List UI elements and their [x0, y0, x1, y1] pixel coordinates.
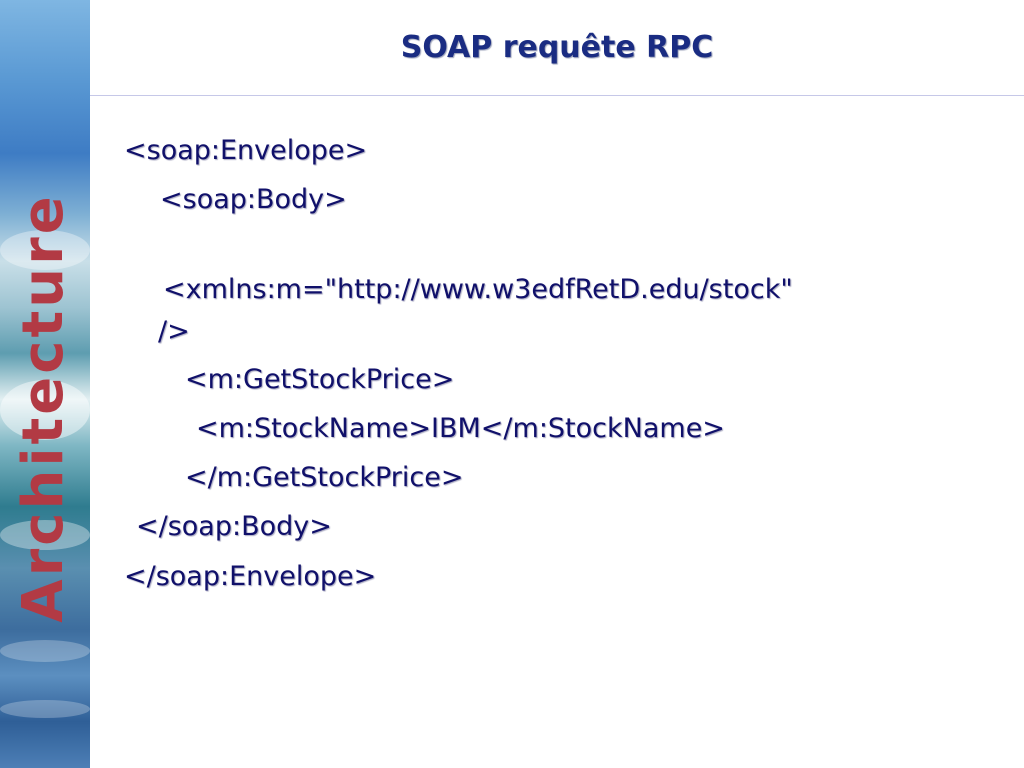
sidebar-label: Architecture: [11, 193, 76, 623]
code-line-stockname: <m:StockName>IBM</m:StockName>: [196, 413, 725, 444]
code-line-getstockprice-close: </m:GetStockPrice>: [185, 462, 464, 493]
wave-decoration: [0, 380, 90, 440]
code-line-getstockprice-open: <m:GetStockPrice>: [185, 364, 455, 395]
code-line-namespace-close: />: [158, 316, 190, 347]
wave-decoration: [0, 230, 90, 270]
wave-decoration: [0, 520, 90, 550]
title-divider: [90, 95, 1024, 96]
code-line-namespace: <xmlns:m="http://www.w3edfRetD.edu/stock…: [163, 274, 793, 305]
slide-title: SOAP requête RPC: [400, 30, 714, 65]
wave-decoration: [0, 640, 90, 662]
code-line-envelope-open: <soap:Envelope>: [124, 135, 368, 166]
code-line-body-open: <soap:Body>: [160, 184, 347, 215]
code-line-envelope-close: </soap:Envelope>: [124, 561, 377, 592]
code-line-body-close: </soap:Body>: [136, 511, 332, 542]
wave-decoration: [0, 700, 90, 718]
sidebar-ocean-image: [0, 0, 90, 768]
